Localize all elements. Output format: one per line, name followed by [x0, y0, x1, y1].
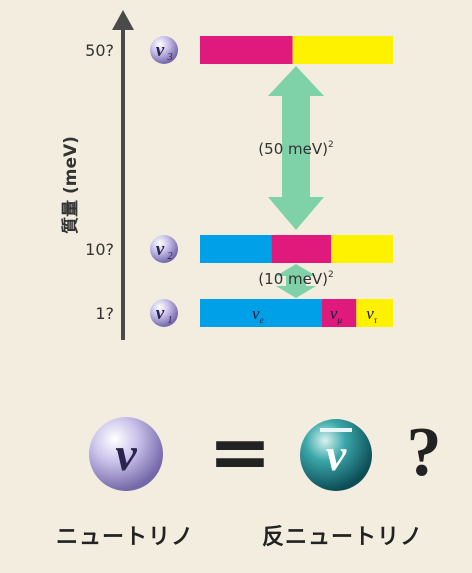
neutrino-symbol: ν [115, 428, 137, 481]
antineutrino-ball-icon [300, 419, 372, 491]
ball-nu1-symbol: ν [156, 303, 165, 324]
equals-sign: = [208, 407, 272, 496]
ball-nu2-icon [150, 235, 178, 263]
mass-axis: 質量 (meV) [60, 10, 134, 340]
small-splitting-label: (10 meV)2 [258, 270, 333, 288]
bar-nu2-segment-0 [200, 235, 272, 263]
ball-nu2-symbol: ν [156, 239, 165, 260]
flavor-label-nu1-2: ντ [366, 304, 378, 325]
ball-nu3-symbol: ν [156, 40, 165, 61]
tick-label-nu2: 10? [85, 240, 114, 259]
majorana-equation: ν = ν ? [89, 407, 442, 496]
ball-nu3-subscript: 3 [167, 52, 173, 63]
antineutrino-caption: 反ニュートリノ [262, 525, 424, 550]
neutrino-ball: ν [89, 417, 163, 491]
ball-nu3-icon [150, 36, 178, 64]
ball-nu2-subscript: 2 [168, 251, 173, 262]
bar-nu1-segment-2 [356, 299, 393, 327]
level-balls: ν 3 ν 2 ν 1 [150, 36, 178, 327]
antineutrino-ball: ν [300, 419, 372, 491]
axis-arrowhead-icon [112, 10, 134, 30]
tick-labels: 50? 10? 1? [85, 41, 114, 323]
tick-label-nu3: 50? [85, 41, 114, 60]
flavor-label-nu1-0: νe [252, 304, 264, 325]
ball-nu1-subscript: 1 [168, 315, 173, 326]
bar-nu1-segment-1 [321, 299, 357, 327]
large-splitting-label: (50 meV)2 [258, 140, 333, 158]
splitting-arrows: (50 meV)2 (10 meV)2 [258, 66, 334, 298]
ball-nu1: ν 1 [150, 299, 178, 327]
bar-nu1-segment-0 [200, 299, 322, 327]
small-splitting-arrow-icon [276, 264, 316, 298]
ball-nu1-icon [150, 299, 178, 327]
neutrino-ball-icon [89, 417, 163, 491]
bar-nu2-segment-2 [331, 235, 393, 263]
bar-nu3-segment-0 [200, 36, 293, 64]
bar-nu2-segment-1 [271, 235, 332, 263]
question-mark: ? [407, 414, 442, 491]
large-splitting-arrow-icon [268, 66, 324, 230]
axis-label: 質量 (meV) [60, 136, 81, 234]
antineutrino-symbol: ν [326, 429, 347, 480]
bar-nu3-segment-1 [292, 36, 393, 64]
ball-nu3: ν 3 [150, 36, 178, 64]
ball-nu2: ν 2 [150, 235, 178, 263]
neutrino-caption: ニュートリノ [56, 525, 195, 550]
tick-label-nu1: 1? [95, 304, 114, 323]
